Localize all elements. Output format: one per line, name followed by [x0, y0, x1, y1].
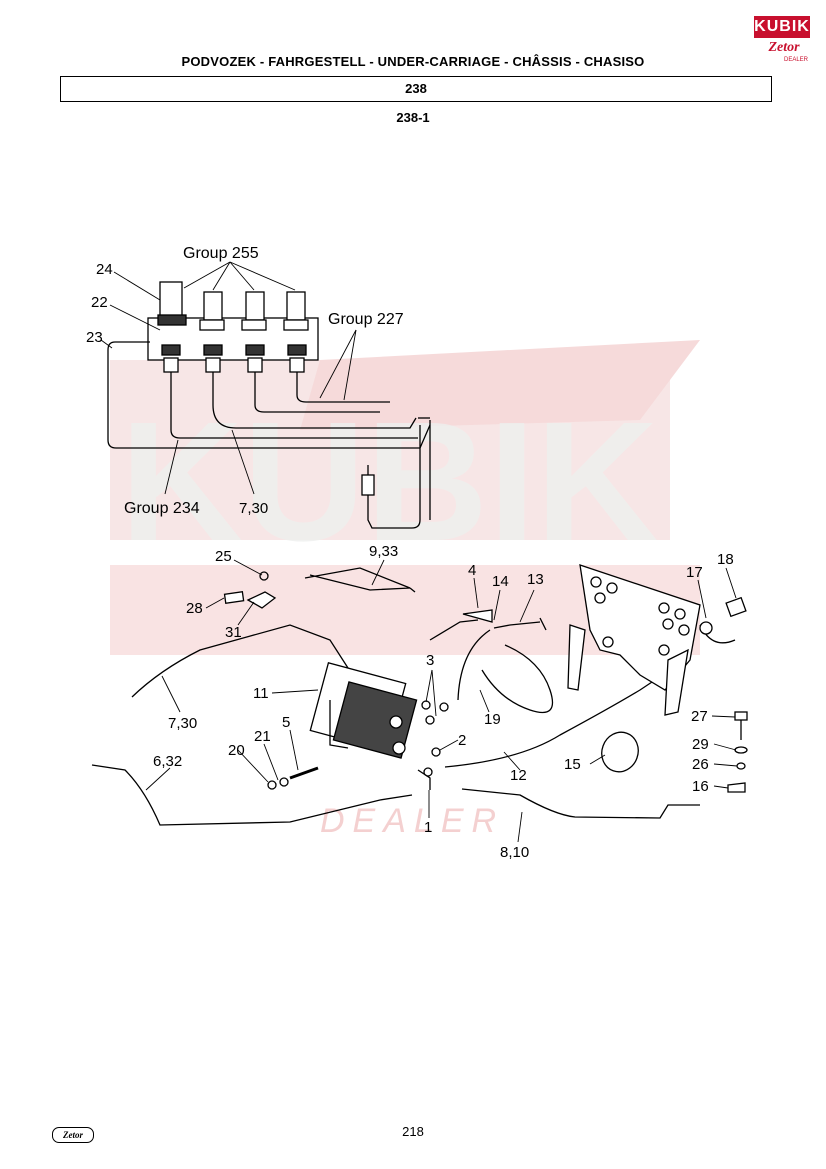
label-22: 22 — [91, 294, 108, 311]
label-18: 18 — [717, 551, 734, 568]
label-1: 1 — [424, 819, 432, 836]
footer-zetor-logo: Zetor — [52, 1127, 94, 1143]
label-3: 3 — [426, 652, 434, 669]
label-7-30-lower: 7,30 — [168, 715, 197, 732]
logo-dealer-text: DEALER — [784, 57, 809, 63]
label-group-234: Group 234 — [124, 500, 200, 517]
label-7-30-upper: 7,30 — [239, 500, 268, 517]
label-2: 2 — [458, 732, 466, 749]
page-title: PODVOZEK - FAHRGESTELL - UNDER-CARRIAGE … — [181, 54, 645, 69]
label-29: 29 — [692, 736, 709, 753]
logo-zetor-text: Zetor — [768, 40, 800, 55]
kubik-zetor-logo: KUBIK Zetor DEALER — [754, 16, 810, 66]
label-13: 13 — [527, 571, 544, 588]
label-20: 20 — [228, 742, 245, 759]
label-9-33: 9,33 — [369, 543, 398, 560]
lower-assembly — [91, 564, 748, 826]
label-group-227: Group 227 — [328, 311, 404, 328]
label-28: 28 — [186, 600, 203, 617]
label-25: 25 — [215, 548, 232, 565]
label-14: 14 — [492, 573, 509, 590]
label-4: 4 — [468, 562, 476, 579]
watermark-kubik: KUBIK — [120, 387, 658, 577]
label-group-255: Group 255 — [183, 245, 259, 262]
label-15: 15 — [564, 756, 581, 773]
group-number-box: 238 — [60, 76, 772, 102]
label-27: 27 — [691, 708, 708, 725]
label-26: 26 — [692, 756, 709, 773]
page-number: 218 — [402, 1124, 424, 1139]
label-8-10: 8,10 — [500, 844, 529, 861]
diagram-number: 238-1 — [396, 110, 430, 125]
label-31: 31 — [225, 624, 242, 641]
label-23: 23 — [86, 329, 103, 346]
label-6-32: 6,32 — [153, 753, 182, 770]
watermark-dealer: DEALER — [320, 802, 504, 840]
upper-assembly — [107, 281, 431, 529]
label-11: 11 — [253, 685, 269, 702]
label-16: 16 — [692, 778, 709, 795]
logo-kubik-text: KUBIK — [754, 16, 810, 38]
label-19: 19 — [484, 711, 501, 728]
label-21: 21 — [254, 728, 271, 745]
label-5: 5 — [282, 714, 290, 731]
label-17: 17 — [686, 564, 703, 581]
label-24: 24 — [96, 261, 113, 278]
leader-lines — [100, 261, 738, 843]
label-12: 12 — [510, 767, 527, 784]
callout-labels: Group 255 Group 227 Group 234 24 22 23 7… — [86, 245, 734, 861]
